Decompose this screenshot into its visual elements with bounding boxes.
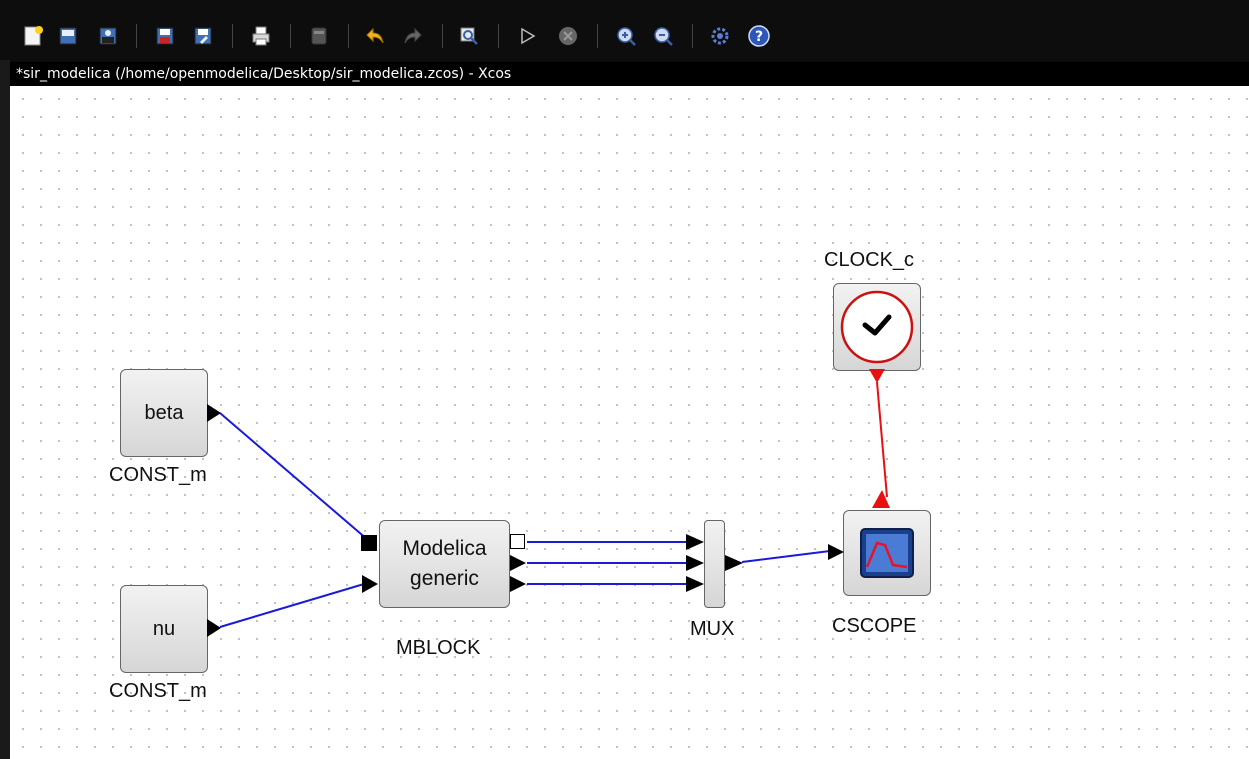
- cscope-block[interactable]: [843, 510, 931, 596]
- clock-block[interactable]: [833, 283, 921, 371]
- fit-diagram-icon[interactable]: [456, 23, 482, 49]
- undo-icon[interactable]: [362, 23, 388, 49]
- open-in-scilab-icon[interactable]: [95, 23, 121, 49]
- zoom-out-icon[interactable]: [650, 23, 676, 49]
- mux-input-port-3[interactable]: [686, 576, 704, 592]
- mux-input-port-2[interactable]: [686, 555, 704, 571]
- open-icon[interactable]: [55, 23, 81, 49]
- help-icon[interactable]: ?: [746, 23, 772, 49]
- block-caption-nu: CONST_m: [109, 680, 207, 702]
- implicit-input-port-1[interactable]: [361, 535, 377, 551]
- event-link-clock-scope[interactable]: [872, 381, 890, 508]
- block-caption-cscope: CSCOPE: [832, 615, 917, 637]
- toolbar: ?: [0, 0, 1249, 60]
- data-link-mux-scope[interactable]: [741, 550, 831, 563]
- const-block-nu[interactable]: nu: [120, 585, 208, 673]
- const-value-nu: nu: [152, 617, 176, 640]
- block-caption-mux: MUX: [690, 618, 735, 640]
- redo-icon[interactable]: [400, 23, 426, 49]
- start-simulation-icon[interactable]: [514, 23, 540, 49]
- stop-simulation-icon[interactable]: [555, 23, 581, 49]
- modelica-generic-block[interactable]: Modelica generic: [379, 520, 510, 608]
- mux-input-port-1[interactable]: [686, 534, 704, 550]
- zoom-in-icon[interactable]: [613, 23, 639, 49]
- output-port-beta[interactable]: [207, 404, 221, 422]
- block-caption-mblock: MBLOCK: [396, 637, 481, 659]
- input-port-2[interactable]: [362, 575, 378, 593]
- output-port-2[interactable]: [510, 555, 526, 571]
- implicit-output-port-1[interactable]: [510, 534, 525, 549]
- block-caption-beta: CONST_m: [109, 464, 207, 486]
- left-panel-edge: [0, 60, 10, 759]
- data-link-nu[interactable]: [219, 583, 365, 628]
- mblock-line-1: Modelica: [402, 537, 487, 560]
- scope-screen-icon: [860, 528, 914, 578]
- clock-event-output-port[interactable]: [869, 369, 885, 383]
- mblock-line-2: generic: [410, 567, 479, 590]
- output-port-nu[interactable]: [207, 619, 221, 637]
- mux-block[interactable]: [704, 520, 725, 608]
- save-icon[interactable]: [152, 23, 178, 49]
- diagram-canvas[interactable]: [10, 86, 1249, 759]
- mux-output-port[interactable]: [725, 555, 743, 571]
- const-value-beta: beta: [144, 401, 184, 424]
- print-icon[interactable]: [248, 23, 274, 49]
- block-caption-clock: CLOCK_c: [824, 249, 915, 271]
- const-block-beta[interactable]: beta: [120, 369, 208, 457]
- setup-icon[interactable]: [707, 23, 733, 49]
- svg-text:?: ?: [755, 29, 763, 45]
- clock-icon: [840, 290, 914, 364]
- data-link-beta[interactable]: [219, 412, 369, 541]
- output-port-3[interactable]: [510, 576, 526, 592]
- export-icon[interactable]: [306, 23, 332, 49]
- cscope-input-port[interactable]: [828, 544, 844, 560]
- new-diagram-icon[interactable]: [20, 23, 46, 49]
- window-title: *sir_modelica (/home/openmodelica/Deskto…: [10, 62, 1249, 86]
- save-as-icon[interactable]: [190, 23, 216, 49]
